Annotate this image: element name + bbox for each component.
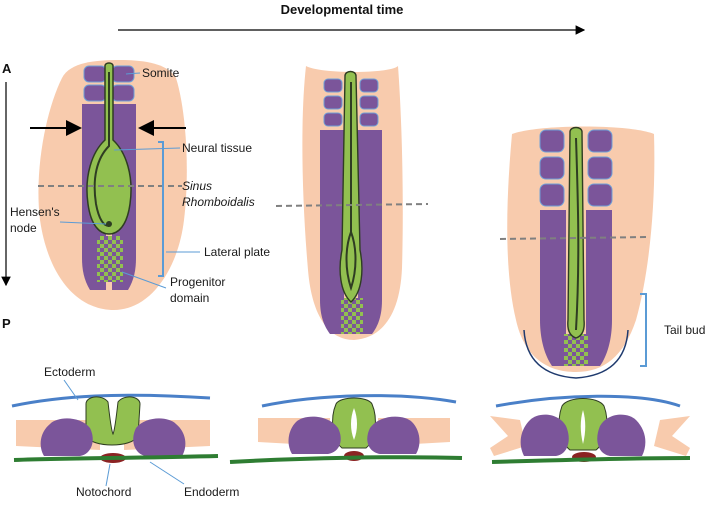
somite (587, 183, 613, 207)
embryo-stage-1 (30, 60, 187, 310)
paraxial-mesoderm (586, 210, 612, 366)
lateral-tissue (654, 416, 690, 456)
ectoderm (11, 393, 211, 408)
label-hensens-1: Hensen's (10, 205, 60, 219)
paraxial-mesoderm (540, 210, 566, 366)
somite (323, 78, 343, 93)
somite (111, 84, 135, 102)
label-neural-tissue: Neural tissue (182, 141, 252, 155)
neural-groove (575, 137, 580, 331)
cross-section-2 (229, 394, 463, 464)
embryo-1-labels: Somite Neural tissue Sinus Rhomboidalis … (10, 66, 270, 305)
leader-line (105, 463, 111, 487)
neural-tissue (567, 126, 585, 339)
neural-canal (580, 410, 586, 444)
section-labels: Ectoderm Notochord Endoderm (44, 365, 239, 499)
somite (587, 156, 613, 180)
paraxial-mesoderm (133, 418, 186, 456)
lateral-tissue (490, 416, 526, 456)
endoderm (491, 456, 691, 464)
paraxial-mesoderm (597, 414, 646, 456)
somite (539, 183, 565, 207)
somite (359, 112, 379, 127)
somite (83, 84, 107, 102)
tail-bud-outline (523, 329, 629, 379)
leader-line (149, 461, 185, 485)
paraxial-mesoderm (367, 416, 420, 454)
progenitor-domain (341, 298, 363, 334)
somite (539, 129, 565, 153)
paraxial-mesoderm (320, 130, 344, 334)
somite (359, 78, 379, 93)
somite (359, 95, 379, 110)
paraxial-mesoderm (40, 418, 93, 456)
neural-groove (345, 82, 357, 292)
label-ectoderm: Ectoderm (44, 365, 95, 379)
endoderm (13, 454, 219, 462)
label-lateral-plate: Lateral plate (204, 245, 270, 259)
section-line (275, 203, 429, 207)
label-endoderm: Endoderm (184, 485, 239, 499)
somite (587, 129, 613, 153)
tail-bud-bracket (640, 293, 647, 367)
neural-plate (85, 396, 141, 446)
neural-tissue (86, 62, 132, 235)
embryo-stage-2 (275, 66, 429, 340)
somite (323, 95, 343, 110)
leader-line (63, 379, 79, 401)
leader-line (59, 221, 107, 225)
paraxial-mesoderm (520, 414, 569, 456)
somite (83, 65, 107, 83)
endoderm (229, 455, 463, 464)
paraxial-mesoderm (288, 416, 341, 454)
ectoderm (261, 394, 457, 408)
hensens-node (106, 221, 112, 227)
cross-section-3 (490, 394, 691, 464)
ectoderm (495, 394, 681, 408)
sinus-bracket (158, 141, 164, 277)
axis-anterior: A (2, 61, 12, 76)
progenitor-domain (97, 236, 123, 282)
cross-section-1 (11, 393, 219, 463)
progenitor-domain (564, 334, 588, 366)
somite (323, 112, 343, 127)
neural-canal (351, 408, 357, 440)
leader-line (125, 72, 141, 75)
label-progenitor-2: domain (170, 291, 209, 305)
label-notochord: Notochord (76, 485, 131, 499)
title: Developmental time (281, 2, 404, 17)
section-line (499, 236, 651, 240)
leader-line (121, 271, 167, 289)
somite (539, 156, 565, 180)
label-progenitor-1: Progenitor (170, 275, 225, 289)
label-somite: Somite (142, 66, 180, 80)
axis-posterior: P (2, 316, 11, 331)
leader-line (113, 147, 181, 151)
label-hensens-2: node (10, 221, 37, 235)
embryo-stage-3: Tail bud (499, 126, 705, 379)
label-sinus-2: Rhomboidalis (182, 195, 255, 209)
label-tail-bud: Tail bud (664, 323, 705, 337)
paraxial-mesoderm (358, 130, 382, 334)
label-sinus-1: Sinus (182, 179, 212, 193)
